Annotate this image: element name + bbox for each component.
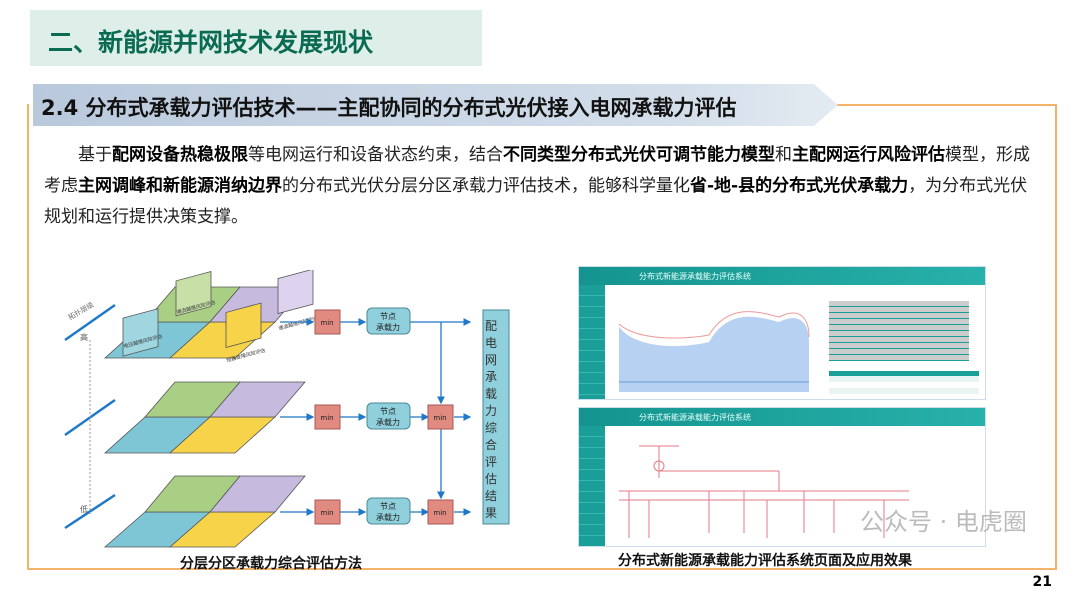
frame-border	[830, 104, 1057, 106]
system-title: 分布式新能源承载能力评估系统	[579, 267, 985, 285]
sidebar-menu	[579, 285, 605, 399]
subtitle: 2.4 分布式承载力评估技术——主配协同的分布式光伏接入电网承载力评估	[41, 96, 737, 120]
text: 基于	[78, 145, 112, 165]
min-label: min	[433, 414, 446, 422]
min-label: min	[320, 414, 333, 422]
bold-text: 主配网运行风险评估	[792, 145, 945, 165]
section-title: 二、新能源并网技术发展现状	[48, 28, 374, 57]
layered-assessment-diagram: 拓扑层级 高 低 电压越限风险评估潮流越限风险评估短路故障风险评估谐波越限风险评…	[64, 270, 510, 548]
layer-low	[103, 475, 306, 548]
node-label: 节点	[380, 312, 396, 321]
system-title: 分布式新能源承载能力评估系统	[579, 408, 985, 426]
diagram-caption: 分层分区承载力综合评估方法	[180, 556, 362, 572]
text: 的分布式光伏分层分区承载力评估技术，能够科学量化	[282, 176, 690, 196]
page-number: 21	[1032, 574, 1052, 590]
low-label: 低	[80, 504, 88, 514]
min-label: min	[433, 509, 446, 517]
watermark: 公众号 · 电虎圈	[860, 508, 1027, 536]
bold-text: 省-地-县的分布式光伏承载力	[690, 176, 909, 196]
content-frame	[27, 104, 1057, 570]
text: 模型，形成考虑	[44, 145, 1030, 196]
panel-label: 谐波越限风险评估	[278, 315, 318, 332]
bold-text: 不同类型分布式光伏可调节能力模型	[503, 145, 775, 165]
result-label: 配电网承载力综合评估结果	[484, 319, 497, 520]
text: 等电网运行和设备状态约束，结合	[248, 145, 503, 165]
section-header: 二、新能源并网技术发展现状	[30, 10, 482, 66]
body-paragraph: 基于配网设备热稳极限等电网运行和设备状态约束，结合不同类型分布式光伏可调节能力模…	[44, 140, 1044, 233]
bold-text: 配网设备热稳极限	[112, 145, 248, 165]
node-label: 节点	[380, 407, 396, 416]
node-label: 承载力	[376, 322, 400, 332]
result-box	[482, 309, 510, 525]
summary-table	[829, 301, 969, 361]
system-screenshot-topology: 分布式新能源承载能力评估系统	[578, 407, 986, 547]
text: 和	[775, 145, 792, 165]
bold-text: 主网调峰和新能源消纳边界	[78, 176, 282, 196]
high-label: 高	[80, 332, 88, 342]
data-table	[829, 371, 979, 397]
node-label: 承载力	[376, 512, 400, 522]
screenshot-caption: 分布式新能源承载能力评估系统页面及应用效果	[618, 553, 912, 569]
area-chart	[618, 311, 810, 392]
network-topology	[619, 445, 909, 538]
system-screenshot-chart: 分布式新能源承载能力评估系统	[578, 266, 986, 400]
subtitle-bar: 2.4 分布式承载力评估技术——主配协同的分布式光伏接入电网承载力评估	[33, 84, 838, 126]
layer-mid	[103, 381, 306, 454]
min-label: min	[320, 319, 333, 327]
sidebar-menu	[579, 426, 605, 546]
node-label: 节点	[380, 502, 396, 511]
node-label: 承载力	[376, 417, 400, 427]
min-label: min	[320, 509, 333, 517]
axis-label: 拓扑层级	[67, 300, 96, 322]
text: ，为分布式光伏规划和运行提供决策支撑。	[44, 176, 1028, 227]
